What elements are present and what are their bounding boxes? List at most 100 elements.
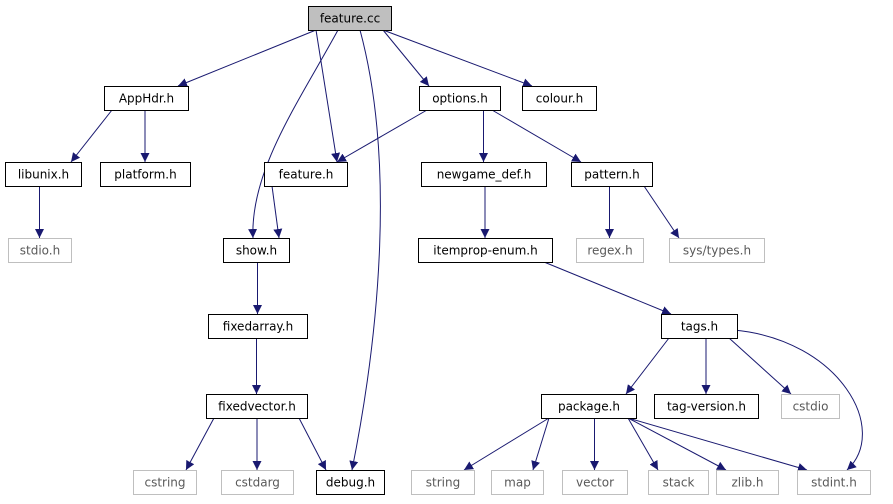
- node-box: [418, 238, 553, 263]
- node-box: [576, 238, 644, 263]
- edge-feature-cc-to-show-h: [248, 29, 339, 239]
- edge-feature-cc-to-options-h: [382, 29, 430, 87]
- node-label: options.h: [432, 92, 488, 106]
- node-fixedarray-h[interactable]: fixedarray.h: [208, 314, 308, 339]
- edge-tags-h-to-package-h: [625, 337, 670, 395]
- node-box: [541, 394, 637, 419]
- node-box: [316, 470, 385, 495]
- node-label: package.h: [558, 400, 620, 414]
- edge-fixedvector-h-to-cstring: [185, 417, 215, 471]
- node-tag-version-h[interactable]: tag-version.h: [654, 394, 759, 419]
- node-feature-h[interactable]: feature.h: [264, 162, 348, 187]
- edge-feature-cc-to-feature-h: [315, 29, 341, 163]
- node-label: feature.cc: [320, 12, 380, 26]
- node-label: AppHdr.h: [119, 92, 174, 106]
- node-itemprop-enum-h[interactable]: itemprop-enum.h: [418, 238, 553, 263]
- node-label: debug.h: [326, 476, 375, 490]
- node-box: [781, 394, 840, 419]
- node-label: fixedarray.h: [223, 320, 293, 334]
- edge-feature-h-to-show-h: [271, 185, 283, 239]
- node-label: pattern.h: [584, 168, 640, 182]
- node-regex-h: regex.h: [576, 238, 644, 263]
- node-box: [661, 314, 738, 339]
- node-stack: stack: [648, 470, 709, 495]
- node-fixedvector-h[interactable]: fixedvector.h: [206, 394, 308, 419]
- node-box: [208, 314, 308, 339]
- node-box: [223, 238, 290, 263]
- node-label: regex.h: [587, 244, 632, 258]
- node-box: [797, 470, 871, 495]
- node-options-h[interactable]: options.h: [419, 86, 501, 111]
- node-label: feature.h: [279, 168, 334, 182]
- edge-options-h-to-pattern-h: [491, 109, 582, 163]
- node-box: [648, 470, 709, 495]
- node-newgame-def-h[interactable]: newgame_def.h: [421, 162, 547, 187]
- node-label: cstring: [144, 476, 185, 490]
- node-box: [411, 470, 475, 495]
- node-cstring: cstring: [133, 470, 197, 495]
- edge-package-h-to-zlib-h: [627, 417, 727, 471]
- edge-apphdr-h-to-libunix-h: [70, 109, 113, 163]
- node-stdio-h: stdio.h: [8, 238, 72, 263]
- node-label: libunix.h: [18, 168, 69, 182]
- node-box: [419, 86, 501, 111]
- edge-package-h-to-stack: [627, 417, 659, 471]
- node-box: [308, 6, 392, 31]
- edge-tags-h-to-cstdio: [728, 337, 792, 395]
- edge-package-h-to-stdint-h: [627, 417, 808, 472]
- node-label: show.h: [236, 244, 277, 258]
- node-label: itemprop-enum.h: [433, 244, 537, 258]
- node-show-h[interactable]: show.h: [223, 238, 290, 263]
- node-label: map: [504, 476, 531, 490]
- node-string: string: [411, 470, 475, 495]
- node-label: cstdio: [793, 400, 829, 414]
- node-zlib-h: zlib.h: [716, 470, 779, 495]
- node-box: [206, 394, 308, 419]
- node-label: stdio.h: [20, 244, 60, 258]
- node-label: tag-version.h: [667, 400, 746, 414]
- node-box: [100, 162, 191, 187]
- edges-layer: [35, 29, 863, 472]
- node-label: vector: [576, 476, 614, 490]
- node-label: cstdarg: [235, 476, 280, 490]
- node-label: string: [426, 476, 460, 490]
- node-box: [491, 470, 544, 495]
- node-box: [104, 86, 189, 111]
- edge-fixedvector-h-to-debug-h: [298, 417, 327, 471]
- node-label: colour.h: [536, 92, 583, 106]
- node-apphdr-h[interactable]: AppHdr.h: [104, 86, 189, 111]
- node-tags-h[interactable]: tags.h: [661, 314, 738, 339]
- node-box: [571, 162, 653, 187]
- edge-options-h-to-feature-h: [336, 109, 428, 163]
- node-label: stack: [663, 476, 695, 490]
- node-label: fixedvector.h: [218, 400, 296, 414]
- edge-pattern-h-to-sys-types-h: [643, 185, 680, 239]
- node-box: [221, 470, 294, 495]
- node-package-h[interactable]: package.h: [541, 394, 637, 419]
- edge-feature-cc-to-colour-h: [382, 29, 533, 88]
- node-libunix-h[interactable]: libunix.h: [5, 162, 82, 187]
- node-feature-cc[interactable]: feature.cc: [308, 6, 392, 31]
- node-sys-types-h: sys/types.h: [669, 238, 765, 263]
- edge-tags-h-to-stdint-h: [733, 329, 863, 471]
- node-box: [133, 470, 197, 495]
- node-label: sys/types.h: [683, 244, 751, 258]
- node-stdint-h: stdint.h: [797, 470, 871, 495]
- node-label: zlib.h: [731, 476, 763, 490]
- node-platform-h[interactable]: platform.h: [100, 162, 191, 187]
- node-box: [654, 394, 759, 419]
- node-pattern-h[interactable]: pattern.h: [571, 162, 653, 187]
- node-cstdio: cstdio: [781, 394, 840, 419]
- node-label: newgame_def.h: [437, 168, 532, 182]
- node-colour-h[interactable]: colour.h: [522, 86, 597, 111]
- edge-itemprop-enum-h-to-tags-h: [543, 261, 672, 315]
- node-label: stdint.h: [811, 476, 857, 490]
- node-cstdarg: cstdarg: [221, 470, 294, 495]
- edge-package-h-to-string: [463, 417, 550, 471]
- node-map: map: [491, 470, 544, 495]
- node-box: [5, 162, 82, 187]
- node-debug-h[interactable]: debug.h: [316, 470, 385, 495]
- node-box: [421, 162, 547, 187]
